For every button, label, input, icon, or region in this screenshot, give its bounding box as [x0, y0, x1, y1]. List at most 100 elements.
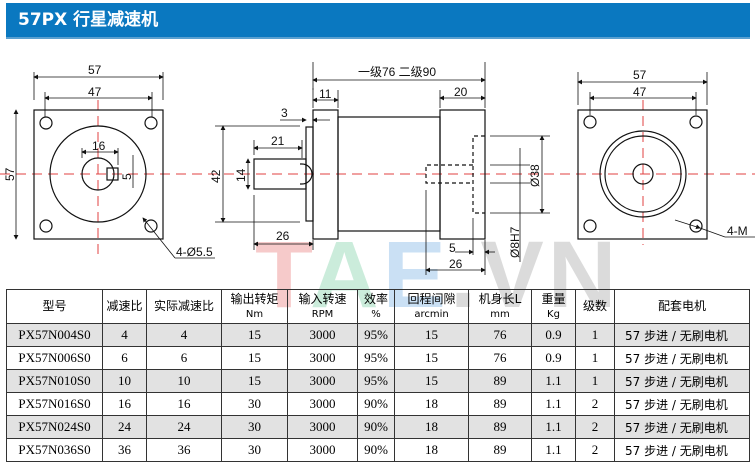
header-unit: %: [371, 308, 381, 320]
dimension-label: 20: [454, 85, 468, 99]
dimension-label: Ø8H7: [508, 226, 522, 258]
dimension-label: 11: [319, 87, 332, 101]
table-cell: 15: [221, 346, 288, 370]
table-cell: 2: [575, 438, 615, 462]
table-cell: 89: [468, 392, 532, 416]
table-cell: PX57N004S0: [6, 323, 103, 347]
table-cell: 18: [394, 438, 469, 462]
table-cell: PX57N006S0: [6, 346, 103, 370]
table-cell: 1: [575, 369, 615, 393]
table-cell: 2: [575, 415, 615, 439]
table-cell: 57 步进 / 无刷电机: [614, 346, 750, 370]
rear-view: 57 47 4-M: [577, 68, 755, 245]
table-cell: 4: [146, 323, 222, 347]
table-cell: 3000: [287, 346, 358, 370]
table-cell: 1.1: [531, 438, 576, 462]
table-cell: 3000: [287, 323, 358, 347]
table-cell: 90%: [357, 438, 395, 462]
column-header: 减速比: [102, 289, 147, 324]
dimension-label: 4-Ø5.5: [176, 245, 213, 259]
table-cell: 24: [146, 415, 222, 439]
dimension-label: 26: [449, 257, 463, 271]
table-cell: 4: [102, 323, 147, 347]
table-cell: 1: [575, 346, 615, 370]
table-cell: 15: [221, 369, 288, 393]
table-cell: 30: [221, 438, 288, 462]
table-cell: 76: [468, 346, 532, 370]
table-cell: PX57N024S0: [6, 415, 103, 439]
table-cell: 89: [468, 415, 532, 439]
technical-drawing: 57 47 57 16 5 4-Ø5.5: [0, 62, 755, 275]
table-cell: 1.1: [531, 392, 576, 416]
dimension-label: 42: [209, 169, 223, 183]
header-unit: RPM: [311, 308, 334, 320]
dimension-label: 16: [92, 139, 106, 153]
dimension-label: Ø38: [528, 164, 542, 187]
dimension-label: 4-M: [727, 224, 748, 238]
header-label: 型号: [42, 299, 67, 313]
table-cell: 3000: [287, 438, 358, 462]
front-view: 57 47 57 16 5 4-Ø5.5: [3, 63, 215, 259]
column-header: 配套电机: [614, 289, 750, 324]
table-cell: PX57N010S0: [6, 369, 103, 393]
dimension-label: 5: [449, 241, 456, 255]
table-cell: 89: [468, 369, 532, 393]
dimension-label: 3: [281, 106, 288, 120]
table-cell: 57 步进 / 无刷电机: [614, 392, 750, 416]
header-label: 输出转矩: [230, 291, 279, 306]
table-cell: 1.1: [531, 415, 576, 439]
table-cell: 95%: [357, 323, 395, 347]
table-cell: 95%: [357, 369, 395, 393]
dimension-label: 57: [88, 63, 102, 77]
header-label: 级数: [582, 299, 607, 313]
side-view: 一级76 二级90 11 20 3 21 42 14 26 5 26 Ø38 Ø…: [209, 62, 550, 275]
table-cell: 3000: [287, 392, 358, 416]
table-cell: 15: [394, 369, 469, 393]
dimension-label: 21: [271, 134, 285, 148]
table-cell: 90%: [357, 415, 395, 439]
dimension-label: 5: [120, 173, 134, 180]
dimension-label: 一级76 二级90: [358, 65, 436, 79]
dimension-label: 47: [88, 85, 102, 99]
dimension-label: 57: [633, 68, 647, 82]
table-cell: 1.1: [531, 369, 576, 393]
table-cell: 57 步进 / 无刷电机: [614, 323, 750, 347]
table-cell: 18: [394, 392, 469, 416]
table-cell: 57 步进 / 无刷电机: [614, 438, 750, 462]
table-cell: 0.9: [531, 323, 576, 347]
table-cell: 57 步进 / 无刷电机: [614, 415, 750, 439]
column-header: 回程间隙 arcmin: [394, 289, 469, 324]
table-cell: 10: [146, 369, 222, 393]
table-cell: 89: [468, 438, 532, 462]
table-cell: 15: [394, 346, 469, 370]
column-header: 级数: [575, 289, 615, 324]
table-cell: 10: [102, 369, 147, 393]
dimension-label: 47: [633, 85, 647, 99]
table-cell: 0.9: [531, 346, 576, 370]
table-cell: 90%: [357, 392, 395, 416]
dimension-label: 14: [234, 168, 248, 182]
table-cell: 3000: [287, 369, 358, 393]
column-header: 实际减速比: [146, 289, 222, 324]
table-cell: 15: [394, 323, 469, 347]
header-label: 回程间隙: [407, 291, 456, 306]
page-title: 57PX 行星减速机: [6, 3, 400, 38]
table-cell: PX57N016S0: [6, 392, 103, 416]
header-unit: arcmin: [414, 308, 449, 320]
column-header: 型号: [6, 289, 103, 324]
header-underline: [6, 37, 750, 39]
dimension-label: 57: [3, 167, 17, 181]
dimension-label: 26: [276, 229, 290, 243]
header-label: 重量: [541, 291, 566, 306]
table-cell: 76: [468, 323, 532, 347]
